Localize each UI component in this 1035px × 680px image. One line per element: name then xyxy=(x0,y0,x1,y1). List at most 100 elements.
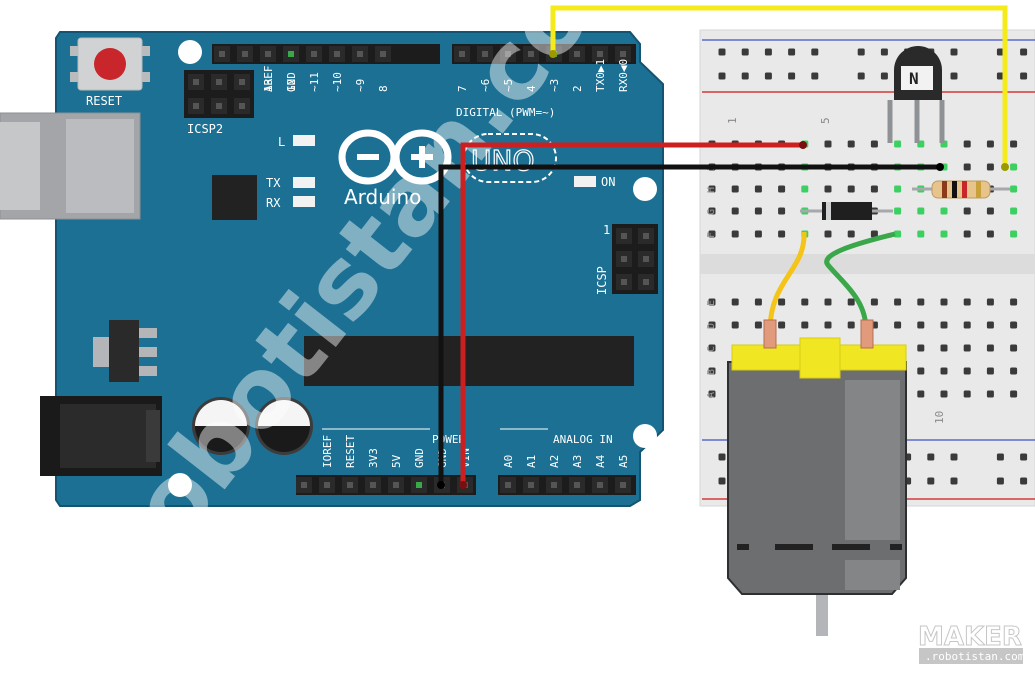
breadboard-hole xyxy=(824,230,832,238)
breadboard-hole xyxy=(917,207,925,215)
breadboard-hole xyxy=(950,48,958,56)
breadboard-hole xyxy=(1010,390,1018,398)
breadboard-hole xyxy=(986,321,994,329)
digital-pin-label: ~11 xyxy=(308,72,321,92)
arduino-logo xyxy=(338,129,452,185)
digital-pin-label: 8 xyxy=(377,85,390,92)
breadboard-hole xyxy=(764,72,772,80)
reset-label: RESET xyxy=(86,94,122,108)
capacitor xyxy=(255,397,313,455)
microcontroller-chip xyxy=(304,336,634,386)
transistor-mark: N xyxy=(909,69,919,88)
breadboard-hole xyxy=(754,298,762,306)
breadboard-hole xyxy=(963,207,971,215)
breadboard-hole xyxy=(996,477,1004,485)
breadboard-hole xyxy=(986,230,994,238)
motor-lead-green xyxy=(824,231,896,331)
breadboard-hole xyxy=(1020,453,1028,461)
breadboard-hole xyxy=(940,230,948,238)
analog-pin-label: A2 xyxy=(548,455,561,468)
digital-pin-label: ~9 xyxy=(354,79,367,92)
analog-pin-label: A0 xyxy=(502,455,515,468)
diode xyxy=(800,202,893,220)
power-header xyxy=(296,475,476,495)
digital-label: DIGITAL (PWM=~) xyxy=(456,106,555,119)
mount-hole xyxy=(633,424,657,448)
breadboard-hole xyxy=(1010,207,1018,215)
breadboard-hole xyxy=(811,72,819,80)
led-l xyxy=(293,135,315,146)
reset-button[interactable] xyxy=(70,37,150,91)
signal-wire-pin3 xyxy=(550,5,1008,167)
breadboard-hole xyxy=(940,298,948,306)
power-wire-5v xyxy=(460,142,803,485)
breadboard-hole xyxy=(754,207,762,215)
breadboard-hole xyxy=(940,390,948,398)
breadboard-hole xyxy=(824,321,832,329)
breadboard-hole xyxy=(927,477,935,485)
breadboard-hole xyxy=(778,207,786,215)
breadboard-hole xyxy=(778,230,786,238)
breadboard-hole xyxy=(963,230,971,238)
breadboard-hole xyxy=(847,185,855,193)
breadboard-hole xyxy=(788,72,796,80)
digital-pin-label: TX0▶1 xyxy=(594,59,607,92)
breadboard-hole xyxy=(1010,230,1018,238)
breadboard-column-letter: D xyxy=(706,323,717,329)
row-number-5: 5 xyxy=(819,117,832,124)
breadboard-hole xyxy=(778,298,786,306)
breadboard-hole xyxy=(1020,72,1028,80)
breadboard-hole xyxy=(996,48,1004,56)
breadboard-hole xyxy=(718,72,726,80)
breadboard-hole xyxy=(824,185,832,193)
breadboard-column-letter: A xyxy=(706,392,717,398)
breadboard-hole xyxy=(986,163,994,171)
breadboard-hole xyxy=(708,207,716,215)
breadboard-hole xyxy=(811,48,819,56)
power-label: POWER xyxy=(432,433,465,446)
digital-pin-label: ~6 xyxy=(479,79,492,92)
breadboard-hole xyxy=(1010,367,1018,375)
usb-connector xyxy=(0,112,141,220)
breadboard-hole xyxy=(870,230,878,238)
led-tx xyxy=(293,177,315,188)
led-l-label: L xyxy=(278,135,285,149)
breadboard-hole xyxy=(778,321,786,329)
breadboard-column-letter: H xyxy=(706,187,717,193)
breadboard-hole xyxy=(917,367,925,375)
breadboard-hole xyxy=(894,230,902,238)
breadboard-hole xyxy=(894,298,902,306)
breadboard-column-letter: C xyxy=(706,346,717,352)
breadboard-hole xyxy=(1010,140,1018,148)
voltage-regulator xyxy=(93,320,157,382)
breadboard-hole xyxy=(1010,185,1018,193)
breadboard-hole xyxy=(986,367,994,375)
mount-hole xyxy=(178,40,202,64)
icsp2-label: ICSP2 xyxy=(187,122,223,136)
breadboard-hole xyxy=(963,344,971,352)
npn-transistor: N xyxy=(887,46,945,143)
breadboard-hole xyxy=(754,185,762,193)
breadboard-hole xyxy=(708,298,716,306)
breadboard-hole xyxy=(894,140,902,148)
breadboard-hole xyxy=(963,390,971,398)
breadboard-hole xyxy=(708,321,716,329)
icsp-label: ICSP xyxy=(595,266,609,295)
analog-label: ANALOG IN xyxy=(553,433,613,446)
breadboard-hole xyxy=(917,298,925,306)
breadboard-hole xyxy=(847,298,855,306)
digital-pin-label: AREF xyxy=(262,66,275,93)
breadboard-hole xyxy=(927,453,935,461)
breadboard-hole xyxy=(731,321,739,329)
breadboard-hole xyxy=(754,230,762,238)
breadboard-hole xyxy=(880,48,888,56)
digital-pin-label: ~3 xyxy=(548,79,561,92)
breadboard-hole xyxy=(917,230,925,238)
breadboard-hole xyxy=(870,185,878,193)
breadboard-hole xyxy=(917,344,925,352)
breadboard-hole xyxy=(940,321,948,329)
breadboard-hole xyxy=(731,207,739,215)
breadboard-hole xyxy=(1010,344,1018,352)
breadboard-hole xyxy=(718,453,726,461)
digital-pin-label: 2 xyxy=(571,85,584,92)
